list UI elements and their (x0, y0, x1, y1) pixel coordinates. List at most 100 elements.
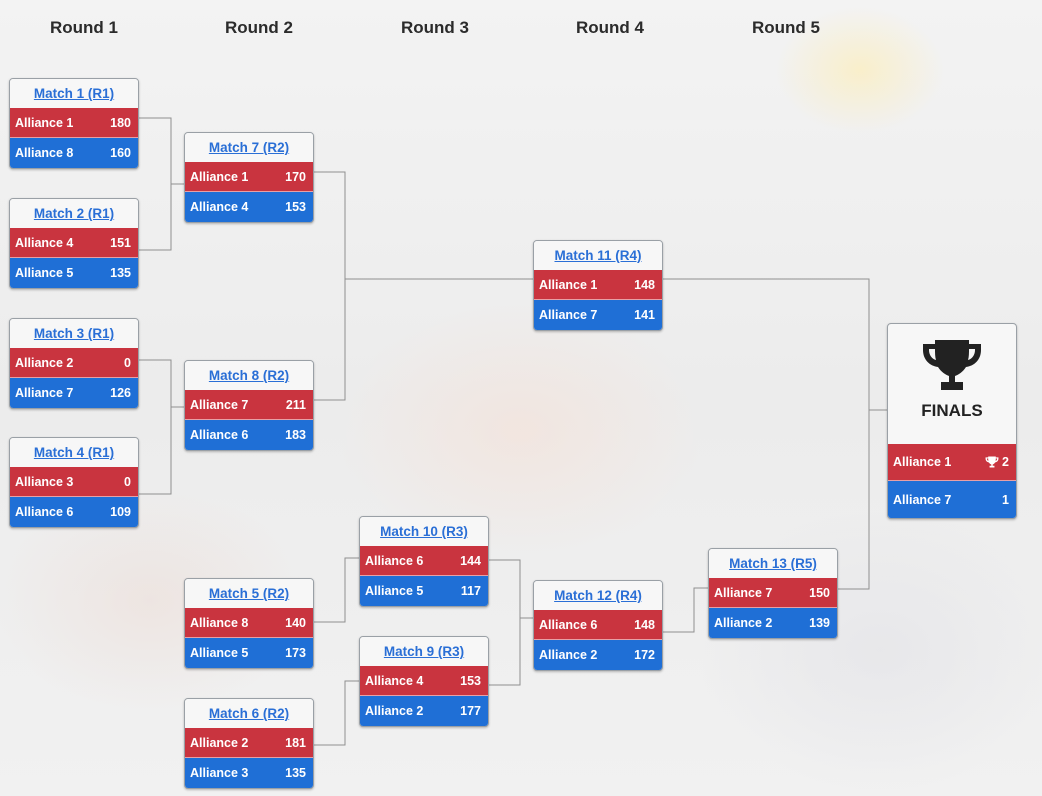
match-11-link[interactable]: Match 11 (R4) (554, 248, 642, 263)
match-9-link[interactable]: Match 9 (R3) (383, 644, 465, 659)
alliance-score: 126 (110, 386, 131, 400)
red-alliance-row: Alliance 6 144 (360, 546, 488, 576)
connector (663, 278, 870, 590)
alliance-score: 139 (809, 616, 830, 630)
alliance-score: 172 (634, 648, 655, 662)
match-5-link[interactable]: Match 5 (R2) (208, 586, 290, 601)
alliance-score: 2 (1002, 455, 1009, 469)
alliance-name: Alliance 7 (15, 386, 74, 400)
alliance-name: Alliance 2 (714, 616, 773, 630)
alliance-name: Alliance 4 (15, 235, 74, 250)
alliance-name: Alliance 1 (893, 455, 952, 469)
alliance-name: Alliance 3 (190, 766, 249, 780)
alliance-score: 211 (285, 397, 306, 412)
alliance-score: 0 (124, 474, 131, 489)
alliance-score: 0 (124, 355, 131, 370)
alliance-name: Alliance 5 (15, 266, 74, 280)
blue-alliance-row: Alliance 2 139 (709, 608, 837, 638)
match-11-header: Match 11 (R4) (534, 241, 662, 270)
alliance-name: Alliance 6 (15, 505, 74, 519)
connector (663, 587, 709, 633)
connector (488, 559, 521, 686)
alliance-name: Alliance 6 (365, 553, 424, 568)
connector (314, 680, 360, 746)
finals-blue-row: Alliance 7 1 (888, 481, 1016, 518)
match-1-link[interactable]: Match 1 (R1) (33, 86, 115, 101)
match-10-link[interactable]: Match 10 (R3) (380, 524, 468, 539)
finals-header: FINALS (888, 324, 1016, 444)
match-3-link[interactable]: Match 3 (R1) (33, 326, 115, 341)
connector (314, 557, 360, 623)
connector (139, 117, 172, 251)
alliance-name: Alliance 5 (190, 646, 249, 660)
alliance-score: 148 (634, 277, 655, 292)
alliance-score: 141 (634, 308, 655, 322)
match-12-header: Match 12 (R4) (534, 581, 662, 610)
alliance-name: Alliance 1 (15, 115, 74, 130)
match-7-link[interactable]: Match 7 (R2) (208, 140, 290, 155)
match-13-header: Match 13 (R5) (709, 549, 837, 578)
match-2-link[interactable]: Match 2 (R1) (33, 206, 115, 221)
alliance-score: 144 (460, 553, 481, 568)
alliance-name: Alliance 7 (714, 585, 773, 600)
match-1-card: Match 1 (R1) Alliance 1 180 Alliance 8 160 (9, 78, 139, 169)
finals-label: FINALS (921, 401, 983, 420)
match-12-link[interactable]: Match 12 (R4) (554, 588, 642, 603)
match-13-link[interactable]: Match 13 (R5) (729, 556, 817, 571)
connector (314, 171, 346, 401)
alliance-name: Alliance 5 (365, 584, 424, 598)
red-alliance-row: Alliance 7 211 (185, 390, 313, 420)
alliance-name: Alliance 8 (15, 146, 74, 160)
trophy-icon (888, 324, 1016, 397)
alliance-score: 148 (634, 617, 655, 632)
round-3-title: Round 3 (401, 18, 469, 37)
match-6-header: Match 6 (R2) (185, 699, 313, 728)
alliance-name: Alliance 7 (190, 397, 249, 412)
alliance-score: 173 (285, 646, 306, 660)
match-6-link[interactable]: Match 6 (R2) (208, 706, 290, 721)
alliance-score: 117 (460, 584, 481, 598)
round-1-title: Round 1 (50, 18, 118, 37)
alliance-score: 153 (460, 673, 481, 688)
alliance-name: Alliance 2 (365, 704, 424, 718)
match-10-header: Match 10 (R3) (360, 517, 488, 546)
red-alliance-row: Alliance 1 180 (10, 108, 138, 138)
match-5-header: Match 5 (R2) (185, 579, 313, 608)
match-4-link[interactable]: Match 4 (R1) (33, 445, 115, 460)
match-2-header: Match 2 (R1) (10, 199, 138, 228)
alliance-name: Alliance 2 (190, 735, 249, 750)
round-5-title: Round 5 (752, 18, 820, 37)
alliance-name: Alliance 8 (190, 615, 249, 630)
match-8-link[interactable]: Match 8 (R2) (208, 368, 290, 383)
alliance-name: Alliance 7 (893, 492, 952, 507)
match-8-header: Match 8 (R2) (185, 361, 313, 390)
blue-alliance-row: Alliance 5 117 (360, 576, 488, 606)
alliance-score: 160 (110, 146, 131, 160)
blue-alliance-row: Alliance 8 160 (10, 138, 138, 168)
alliance-name: Alliance 2 (15, 355, 74, 370)
finals-red-row: Alliance 1 2 (888, 444, 1016, 481)
small-trophy-icon (985, 456, 999, 468)
match-9-header: Match 9 (R3) (360, 637, 488, 666)
alliance-score: 180 (110, 115, 131, 130)
